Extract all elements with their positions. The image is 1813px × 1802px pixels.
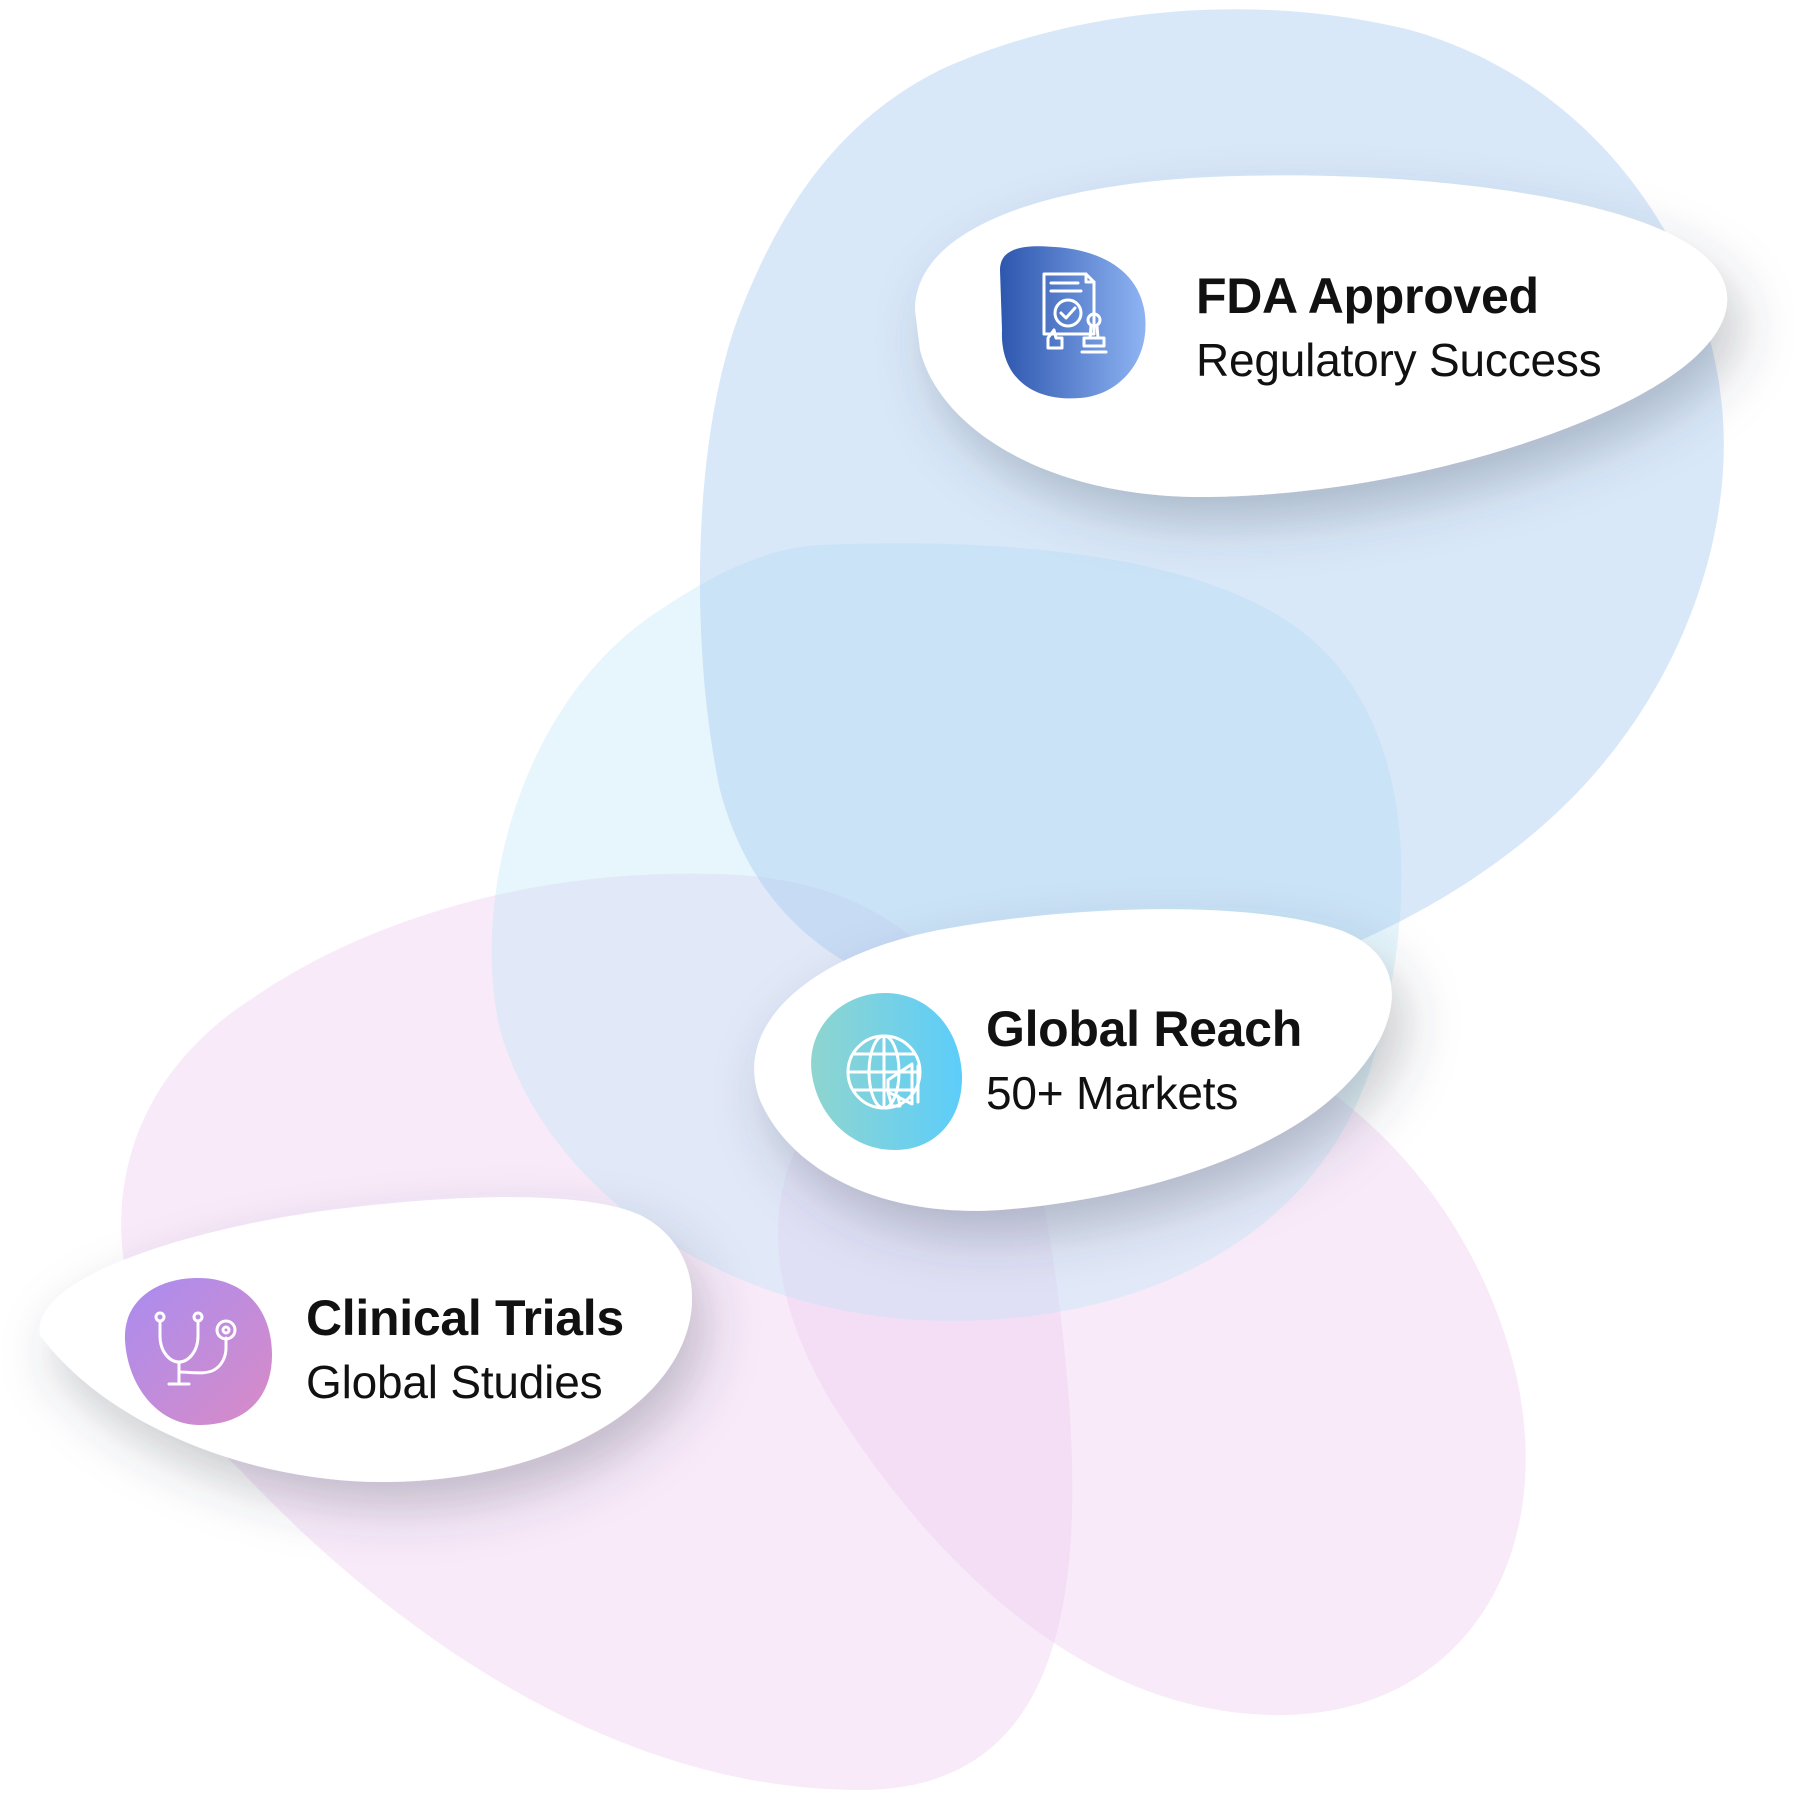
stethoscope-icon xyxy=(154,1311,237,1386)
card-subtitle: Global Studies xyxy=(306,1356,603,1408)
certificate-approval-icon xyxy=(1042,272,1108,354)
card-title: Global Reach xyxy=(986,1001,1302,1057)
card-subtitle: Regulatory Success xyxy=(1196,334,1602,386)
card-global: Global Reach 50+ Markets xyxy=(986,997,1302,1125)
globe-megaphone-icon xyxy=(846,1034,922,1110)
card-clinical: Clinical Trials Global Studies xyxy=(306,1286,624,1414)
card-title: FDA Approved xyxy=(1196,268,1539,324)
blue-top-blob xyxy=(699,9,1724,1010)
card-subtitle: 50+ Markets xyxy=(986,1067,1239,1119)
card-fda-background xyxy=(915,175,1728,498)
card-title: Clinical Trials xyxy=(306,1290,624,1346)
card-fda: FDA Approved Regulatory Success xyxy=(1196,264,1602,392)
fda-icon-blob xyxy=(1000,246,1146,399)
